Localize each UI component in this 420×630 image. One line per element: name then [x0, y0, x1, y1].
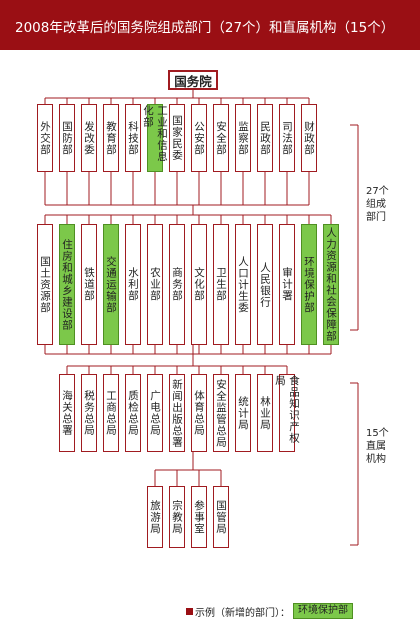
- department-box[interactable]: 外交部: [37, 104, 53, 172]
- department-box[interactable]: 体育总局: [191, 374, 207, 452]
- department-box[interactable]: 人口计生委: [235, 224, 251, 345]
- department-box[interactable]: 司法部: [279, 104, 295, 172]
- new-department-box[interactable]: 人力资源和社会保障部: [323, 224, 339, 345]
- state-council-root[interactable]: 国务院: [168, 70, 218, 90]
- label-line: 15个: [366, 428, 389, 439]
- department-box[interactable]: 旅游局: [147, 486, 163, 548]
- department-box[interactable]: 财政部: [301, 104, 317, 172]
- department-box[interactable]: 民政部: [257, 104, 273, 172]
- department-box[interactable]: 质检总局: [125, 374, 141, 452]
- department-box[interactable]: 统计局: [235, 374, 251, 452]
- department-box[interactable]: 海关总署: [59, 374, 75, 452]
- department-box[interactable]: 卫生部: [213, 224, 229, 345]
- legend: 示例（新增的部门）： 环境保护部: [186, 603, 353, 619]
- department-box[interactable]: 监察部: [235, 104, 251, 172]
- department-box[interactable]: 林业局: [257, 374, 273, 452]
- page-title: 2008年改革后的国务院组成部门（27个）和直属机构（15个）: [15, 20, 395, 36]
- department-box[interactable]: 科技部: [125, 104, 141, 172]
- department-box[interactable]: 国土资源部: [37, 224, 53, 345]
- department-box[interactable]: 商务部: [169, 224, 185, 345]
- legend-marker-icon: [186, 607, 193, 615]
- department-box[interactable]: 农业部: [147, 224, 163, 345]
- department-box[interactable]: 国管局: [213, 486, 229, 548]
- department-box[interactable]: 发改委: [81, 104, 97, 172]
- department-box[interactable]: 文化部: [191, 224, 207, 345]
- department-box[interactable]: 国防部: [59, 104, 75, 172]
- label-line: 机构: [366, 454, 386, 465]
- composing-departments-label: 27个 组成 部门: [366, 185, 389, 224]
- department-box[interactable]: 税务总局: [81, 374, 97, 452]
- new-department-box[interactable]: 交通运输部: [103, 224, 119, 345]
- department-box[interactable]: 参事室: [191, 486, 207, 548]
- department-box[interactable]: 工商总局: [103, 374, 119, 452]
- direct-agencies-label: 15个 直属 机构: [366, 427, 389, 466]
- legend-sample-new-dept: 环境保护部: [293, 603, 353, 619]
- department-box[interactable]: 食品知识产权局: [274, 374, 300, 452]
- department-box[interactable]: 人民银行: [257, 224, 273, 345]
- department-box[interactable]: 教育部: [103, 104, 119, 172]
- new-department-box[interactable]: 住房和城乡建设部: [59, 224, 75, 345]
- department-box[interactable]: 水利部: [125, 224, 141, 345]
- department-box[interactable]: 审计署: [279, 224, 295, 345]
- legend-label: 示例（新增的部门）：: [195, 607, 290, 619]
- department-box[interactable]: 广电总局: [147, 374, 163, 452]
- label-line: 直属: [366, 441, 386, 452]
- label-line: 组成: [366, 199, 386, 210]
- new-department-box[interactable]: 工业和信息化部: [142, 104, 168, 172]
- department-box[interactable]: 新闻出版总署: [169, 374, 185, 452]
- page-header: 2008年改革后的国务院组成部门（27个）和直属机构（15个）: [0, 0, 420, 50]
- department-box[interactable]: 安全部: [213, 104, 229, 172]
- department-box[interactable]: 国家民委: [169, 104, 185, 172]
- label-line: 27个: [366, 186, 389, 197]
- label-line: 部门: [366, 212, 386, 223]
- department-box[interactable]: 公安部: [191, 104, 207, 172]
- department-box[interactable]: 铁道部: [81, 224, 97, 345]
- new-department-box[interactable]: 环境保护部: [301, 224, 317, 345]
- department-box[interactable]: 安全监管总局: [213, 374, 229, 452]
- department-box[interactable]: 宗教局: [169, 486, 185, 548]
